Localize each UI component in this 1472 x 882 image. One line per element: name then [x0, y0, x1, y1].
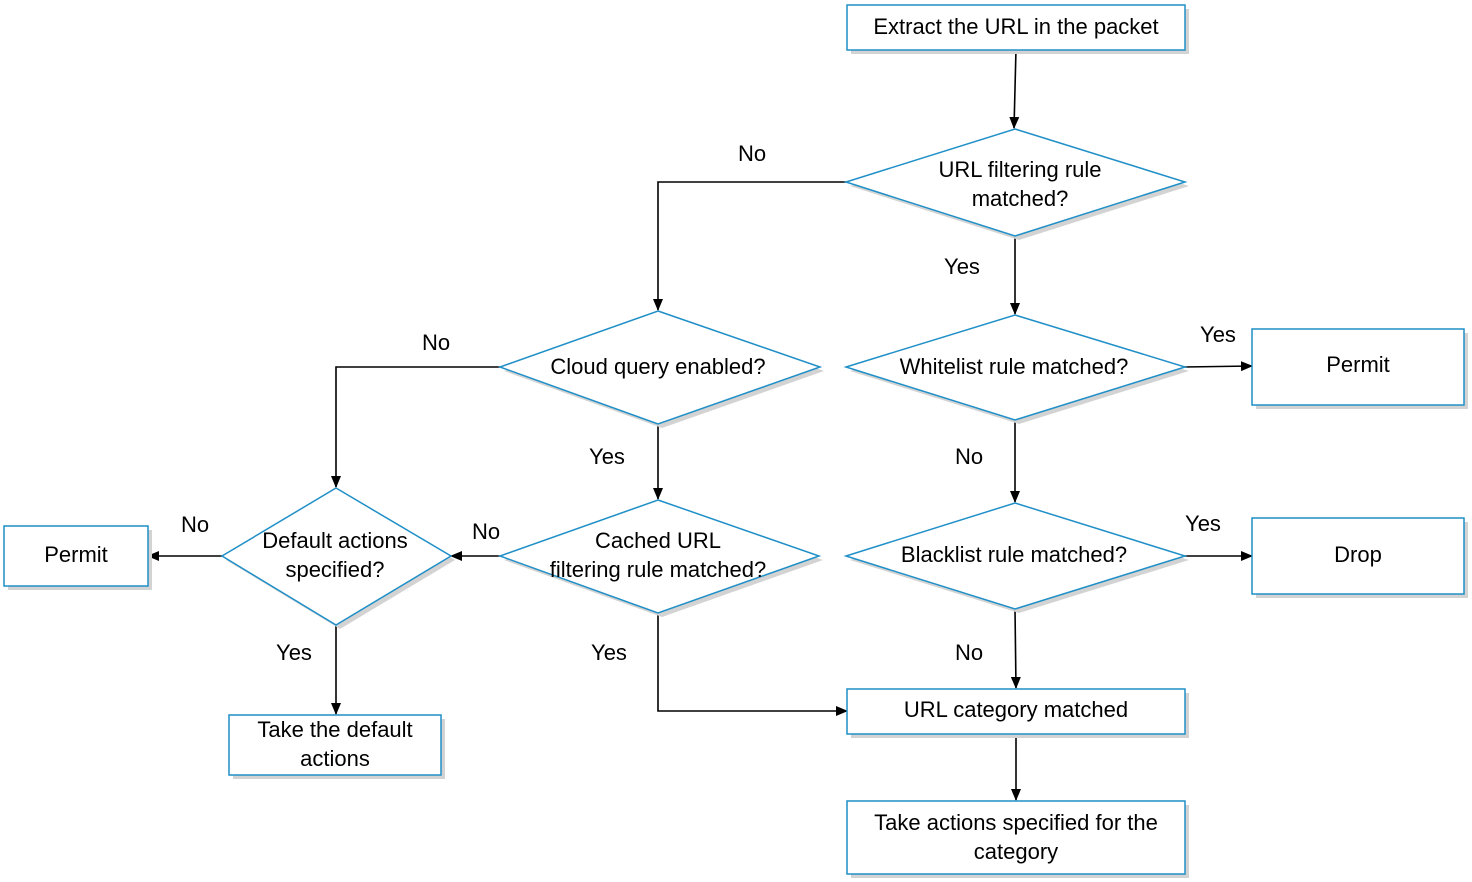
node-extract-url: Extract the URL in the packet: [846, 4, 1189, 54]
label-blacklist-yes: Yes: [1185, 511, 1221, 536]
node-cached-label-line1: Cached URL: [595, 528, 721, 553]
node-cached-url-decision: Cached URL filtering rule matched?: [497, 499, 823, 617]
node-extract-url-label: Extract the URL in the packet: [873, 14, 1158, 39]
node-url-rule-label-line1: URL filtering rule: [938, 157, 1101, 182]
label-default-no: No: [181, 512, 209, 537]
node-url-category-label: URL category matched: [904, 697, 1128, 722]
node-take-category-actions: Take actions specified for the category: [846, 800, 1189, 878]
node-take-default-actions: Take the default actions: [228, 714, 445, 779]
label-whitelist-no: No: [955, 444, 983, 469]
node-drop: Drop: [1251, 517, 1468, 598]
edge-whitelist-yes: [1183, 361, 1253, 372]
label-url-rule-yes: Yes: [944, 254, 980, 279]
node-cached-label-line2: filtering rule matched?: [550, 557, 766, 582]
label-cloud-yes: Yes: [589, 444, 625, 469]
label-cloud-no: No: [422, 330, 450, 355]
edge-labels: No Yes No Yes Yes No No No Yes Yes Yes N…: [181, 141, 1236, 665]
node-take-default-line2: actions: [300, 746, 370, 771]
node-default-label-line2: specified?: [285, 557, 384, 582]
node-whitelist-label: Whitelist rule matched?: [900, 354, 1129, 379]
node-whitelist-decision: Whitelist rule matched?: [843, 314, 1189, 424]
node-permit-left-label: Permit: [44, 542, 108, 567]
node-permit-right: Permit: [1251, 328, 1468, 409]
edges: [147, 48, 1253, 801]
node-default-actions-decision: Default actions specified?: [220, 487, 455, 629]
edge-cloud-no: [331, 366, 500, 488]
edge-extract-to-url-rule: [1009, 48, 1020, 129]
label-whitelist-yes: Yes: [1200, 322, 1236, 347]
label-url-rule-no: No: [738, 141, 766, 166]
label-blacklist-no: No: [955, 640, 983, 665]
node-cloud-query-decision: Cloud query enabled?: [497, 310, 824, 428]
node-take-category-line2: category: [974, 839, 1058, 864]
edge-url-rule-no: [653, 181, 846, 311]
node-permit-left: Permit: [3, 525, 152, 590]
node-blacklist-decision: Blacklist rule matched?: [843, 502, 1189, 613]
node-take-category-line1: Take actions specified for the: [874, 810, 1158, 835]
node-blacklist-label: Blacklist rule matched?: [901, 542, 1127, 567]
node-permit-right-label: Permit: [1326, 352, 1390, 377]
node-url-rule-label-line2: matched?: [972, 186, 1069, 211]
label-default-yes: Yes: [276, 640, 312, 665]
edge-blacklist-no: [1010, 608, 1021, 689]
node-drop-label: Drop: [1334, 542, 1382, 567]
node-default-label-line1: Default actions: [262, 528, 408, 553]
node-url-category-matched: URL category matched: [846, 688, 1189, 738]
node-url-filtering-rule-decision: URL filtering rule matched?: [843, 128, 1189, 240]
edge-cached-yes: [657, 612, 848, 716]
label-cached-no: No: [472, 519, 500, 544]
node-take-default-line1: Take the default: [257, 717, 412, 742]
node-cloud-label: Cloud query enabled?: [550, 354, 765, 379]
label-cached-yes: Yes: [591, 640, 627, 665]
